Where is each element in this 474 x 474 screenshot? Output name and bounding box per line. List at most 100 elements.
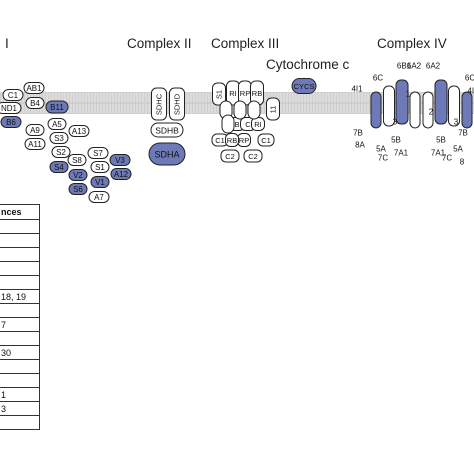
complex1-subunit-ab1: AB1 bbox=[23, 82, 45, 94]
complex2-subunit-sdha-shape bbox=[148, 142, 186, 166]
complex1-subunit-v2-shape bbox=[68, 169, 88, 181]
complex4-tm-helix-4 bbox=[409, 91, 421, 129]
complex-ii-title: Complex II bbox=[127, 36, 192, 51]
complex1-subunit-s3-label: S3 bbox=[54, 134, 64, 143]
complex4-label-1: 6B1 bbox=[397, 62, 412, 71]
complex1-subunit-a12-shape bbox=[110, 168, 132, 180]
complex1-subunit-s6: S6 bbox=[68, 183, 88, 195]
table-row: 3 bbox=[0, 401, 40, 416]
complex4-tm-helix-8-shape bbox=[461, 91, 473, 129]
complex4-label-12: 7B bbox=[353, 129, 363, 138]
complex1-subunit-s2-label: S2 bbox=[56, 148, 66, 157]
complex2-subunit-sdhd-label: SDHD bbox=[173, 93, 182, 115]
complex1-subunit-v1: V1 bbox=[90, 176, 110, 188]
table-row bbox=[0, 275, 40, 290]
complex1-subunit-a5-shape bbox=[47, 118, 67, 130]
complex4-tm-helix-7 bbox=[448, 85, 460, 127]
table-cell bbox=[0, 247, 40, 262]
table-cell: 3 bbox=[0, 401, 40, 416]
table-cell bbox=[0, 415, 40, 430]
complex4-label-17: 5A bbox=[376, 145, 386, 154]
complex4-label-7: 4I1 bbox=[467, 87, 474, 96]
complex4-tm-helix-2-shape bbox=[383, 85, 395, 127]
complex2-subunit-sdhb-label: SDHB bbox=[155, 126, 179, 136]
complex2-subunit-sdhb: SDHB bbox=[150, 122, 184, 138]
complex1-subunit-c1-shape bbox=[2, 89, 24, 101]
complex1-subunit-a5: A5 bbox=[47, 118, 67, 130]
complex2-subunit-sdha-label: SDHA bbox=[154, 150, 179, 160]
complex4-tm-helix-8 bbox=[461, 91, 473, 129]
complex3-subunit-2-label: RI bbox=[229, 89, 237, 98]
complex3-subunit-13: C1 bbox=[257, 133, 275, 147]
table-header-cell: nces bbox=[0, 204, 40, 220]
complex3-subunit-4-label: RB bbox=[252, 89, 262, 98]
complex3-tm-helix-3 bbox=[247, 100, 261, 120]
complex4-label-21: 8 bbox=[460, 158, 465, 167]
complex1-subunit-v3-shape bbox=[109, 154, 131, 166]
complex1-subunit-s1-label: S1 bbox=[95, 163, 105, 172]
complex1-subunit-b6: B6 bbox=[0, 116, 22, 128]
complex-iv: 6B16A26A26C6C4I14I112337B5B5B7B8A5A7A17A… bbox=[351, 62, 474, 167]
complex1-subunit-s8-shape bbox=[67, 154, 87, 166]
complex1-subunit-s6-shape bbox=[68, 183, 88, 195]
complex4-label-6: 4I1 bbox=[351, 85, 363, 94]
complex1-subunit-s4-shape bbox=[49, 161, 69, 173]
complex2-subunit-sdhc-shape bbox=[151, 87, 167, 121]
table-row bbox=[0, 303, 40, 318]
complex1-subunit-nd1: ND1 bbox=[0, 102, 22, 114]
table-row bbox=[0, 373, 40, 388]
complex1-subunit-a12: A12 bbox=[110, 168, 132, 180]
complex1-subunit-b4-shape bbox=[25, 97, 45, 109]
complex1-subunit-s2: S2 bbox=[51, 146, 71, 158]
complex1-subunit-a11-label: A11 bbox=[28, 140, 42, 149]
cytochrome-c-cycs-shape bbox=[291, 78, 317, 94]
table-row bbox=[0, 219, 40, 234]
complex4-label-13: 5B bbox=[391, 136, 401, 145]
complex4-label-20: 5A bbox=[453, 145, 463, 154]
table-cell bbox=[0, 233, 40, 248]
complex1-subunit-a5-label: A5 bbox=[52, 120, 62, 129]
complex4-tm-helix-3 bbox=[395, 79, 409, 125]
complex3-subunit-10: C2 bbox=[243, 149, 263, 163]
complex4-label-18: 7A1 bbox=[394, 149, 409, 158]
complex1-subunit-a11-shape bbox=[24, 138, 46, 150]
complex1-subunit-a9-label: A9 bbox=[30, 126, 40, 135]
complex4-label-14: 5B bbox=[436, 136, 446, 145]
complex3-subunit-1-shape bbox=[212, 82, 226, 106]
complex1-subunit-a12-label: A12 bbox=[114, 170, 129, 179]
complex1-subunit-v2: V2 bbox=[68, 169, 88, 181]
complex4-label-2: 6A2 bbox=[407, 62, 422, 71]
table-row bbox=[0, 359, 40, 374]
table-row bbox=[0, 233, 40, 248]
complex4-tm-helix-6 bbox=[434, 79, 448, 125]
complex4-label-19: 7A1 bbox=[431, 149, 446, 158]
cytochrome-c-cycs: CYCS bbox=[291, 78, 317, 94]
table-row: 7 bbox=[0, 317, 40, 332]
complex3-subunit-7-label: C bbox=[245, 120, 251, 129]
table-row: 18, 19 bbox=[0, 289, 40, 304]
complex1-subunit-s4-label: S4 bbox=[54, 163, 64, 172]
complex1-subunit-a7-shape bbox=[88, 191, 110, 203]
complex3-subunit-11: RP bbox=[237, 133, 251, 147]
complex4-label-3: 6A2 bbox=[426, 62, 441, 71]
complex4-label-22: 7C bbox=[378, 154, 388, 163]
complex1-subunit-a13-label: A13 bbox=[72, 127, 87, 136]
complex3-subunit-6-label: B bbox=[234, 120, 239, 129]
complex4-tm-helix-5-shape bbox=[422, 91, 434, 129]
complex1-subunit-ab1-shape bbox=[23, 82, 45, 94]
complex3-subunit-12-label: RB bbox=[227, 136, 237, 145]
complex1-subunit-v3: V3 bbox=[109, 154, 131, 166]
complex3-subunit-9: C2 bbox=[220, 149, 240, 163]
complex1-subunit-nd1-label: ND1 bbox=[1, 104, 18, 113]
cytochrome-c-cycs-label: CYCS bbox=[294, 82, 315, 91]
table-row bbox=[0, 331, 40, 346]
complex3-subunit-9-shape bbox=[220, 149, 240, 163]
complex1-subunit-s3-shape bbox=[49, 132, 69, 144]
complex4-label-15: 7B bbox=[458, 129, 468, 138]
table-cell bbox=[0, 359, 40, 374]
complex1-subunit-b11-shape bbox=[45, 100, 69, 114]
